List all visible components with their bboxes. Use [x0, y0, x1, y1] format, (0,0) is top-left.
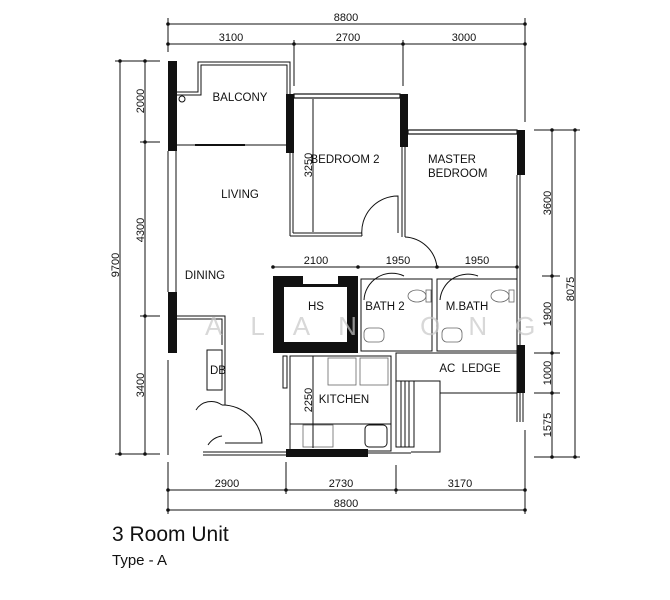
dim-top-total: 8800: [334, 12, 358, 24]
dim-top-1: 3100: [219, 32, 243, 44]
dim-mid-2: 1950: [386, 255, 410, 267]
label-mbath: M.BATH: [446, 301, 489, 313]
door-bedroom2: [361, 195, 399, 237]
dim-mid-3: 1950: [465, 255, 489, 267]
dim-left-3: 3400: [135, 373, 147, 397]
dim-bottom-1: 2900: [215, 478, 239, 490]
label-ac-ledge: AC LEDGE: [439, 363, 501, 375]
door-master: [404, 236, 438, 268]
dim-bottom-3: 3170: [448, 478, 472, 490]
dimension-top: 8800 3100 2700 3000: [166, 12, 527, 122]
dim-mid-1: 2100: [304, 255, 328, 267]
room-labels: BALCONY LIVING BEDROOM 2 MASTER BEDROOM …: [185, 92, 501, 412]
label-bath2: BATH 2: [365, 301, 404, 313]
dim-left-total: 9700: [110, 253, 122, 277]
watermark: ALAN ONG: [205, 311, 563, 341]
dim-top-3: 3000: [452, 32, 476, 44]
dim-right-total: 8075: [565, 277, 577, 301]
dim-left-2: 4300: [135, 218, 147, 242]
dimension-right: 3600 1900 1000 1575 8075: [534, 128, 580, 459]
dim-kitchen-depth: 2250: [303, 388, 315, 412]
plan-subtitle: Type - A: [112, 552, 168, 569]
dim-right-4: 1575: [542, 413, 554, 437]
dimension-mid: 2100 1950 1950: [271, 255, 519, 269]
dim-right-3: 1000: [542, 361, 554, 385]
dim-bedroom2-depth: 3250: [303, 153, 315, 177]
label-kitchen: KITCHEN: [319, 394, 369, 406]
plan-title: 3 Room Unit: [112, 523, 229, 546]
dim-left-1: 2000: [135, 89, 147, 113]
dim-bottom-total: 8800: [334, 498, 358, 510]
label-master-1: MASTER: [428, 154, 476, 166]
label-balcony: BALCONY: [213, 92, 268, 104]
label-master-2: BEDROOM: [428, 168, 487, 180]
label-hs: HS: [308, 301, 324, 313]
dim-top-2: 2700: [336, 32, 360, 44]
label-living: LIVING: [221, 189, 259, 201]
drying-rack: [395, 380, 441, 453]
label-db: DB: [210, 365, 226, 377]
dim-right-1: 3600: [542, 191, 554, 215]
label-dining: DINING: [185, 270, 225, 282]
dimension-left: 9700 2000 4300 3400: [110, 59, 160, 456]
label-bedroom2: BEDROOM 2: [310, 154, 379, 166]
walls: [167, 61, 525, 457]
dimension-bottom: 2900 2730 3170 8800: [166, 430, 527, 514]
dim-bottom-2: 2730: [329, 478, 353, 490]
door-entrance: [221, 404, 263, 444]
dim-right-2: 1900: [542, 302, 554, 326]
